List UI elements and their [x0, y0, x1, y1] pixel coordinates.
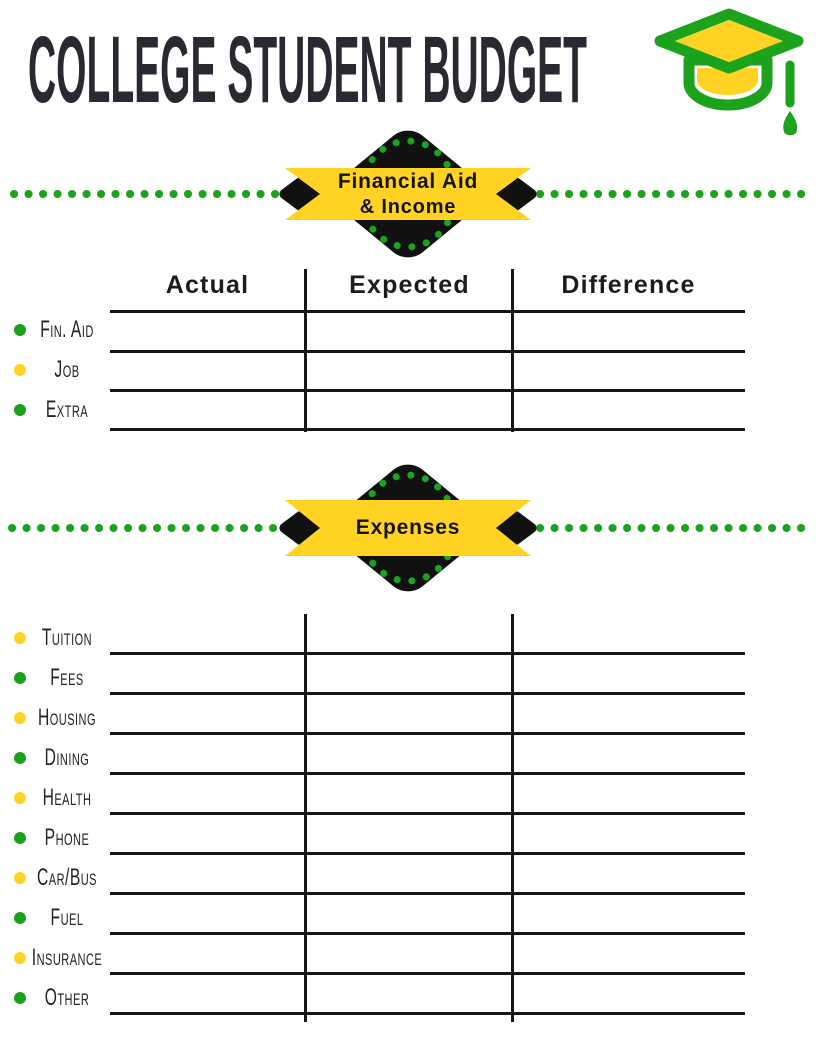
column-header-difference: Difference — [561, 270, 696, 299]
expense-row-insurance: Insurance — [6, 943, 108, 973]
expenses-table-vline — [511, 614, 514, 1022]
row-label-text: Dining — [44, 743, 90, 771]
expenses-table-line — [110, 972, 745, 975]
expenses-table-line — [110, 1012, 745, 1015]
bullet-dot — [14, 324, 26, 336]
row-label-text: Other — [44, 983, 90, 1011]
expenses-table-vline — [304, 614, 307, 1022]
expenses-table-line — [110, 812, 745, 815]
graduation-cap-icon — [654, 8, 804, 136]
cap-board-fill — [675, 20, 783, 62]
row-label-text: Tuition — [41, 623, 93, 651]
expense-row-health: Health — [6, 783, 108, 813]
ribbon — [285, 500, 531, 556]
expense-row-other: Other — [6, 983, 108, 1013]
cap-tassel-drop — [783, 111, 798, 136]
bullet-dot — [14, 752, 26, 764]
income-table-line — [110, 428, 745, 431]
ribbon — [285, 168, 531, 220]
income-table-line — [110, 389, 745, 392]
row-label-text: Job — [54, 355, 80, 383]
expense-row-fees: Fees — [6, 663, 108, 693]
row-label-text: Phone — [44, 823, 90, 851]
expenses-banner-line1: Expenses — [355, 516, 461, 540]
expense-row-housing: Housing — [6, 703, 108, 733]
row-label-text: Fuel — [50, 903, 84, 931]
row-label-text: Extra — [45, 395, 89, 423]
expense-row-phone: Phone — [6, 823, 108, 853]
income-row-extra: Extra — [6, 395, 108, 425]
row-label-text: Health — [42, 783, 92, 811]
expenses-banner-label: Expenses — [283, 500, 533, 556]
expenses-table-line — [110, 892, 745, 895]
row-label-text: Housing — [37, 703, 97, 731]
expense-row-fuel: Fuel — [6, 903, 108, 933]
bullet-dot — [14, 404, 26, 416]
bullet-dot — [14, 632, 26, 644]
income-row-job: Job — [6, 355, 108, 385]
expenses-table-line — [110, 692, 745, 695]
income-row-fin-aid: Fin. Aid — [6, 315, 108, 345]
income-banner-label: Financial Aid & Income — [283, 166, 533, 222]
expenses-table-line — [110, 932, 745, 935]
column-header-expected: Expected — [349, 270, 470, 299]
bullet-dot — [14, 792, 26, 804]
bullet-dot — [14, 872, 26, 884]
expenses-table-line — [110, 772, 745, 775]
expense-row-tuition: Tuition — [6, 623, 108, 653]
row-label-text: Insurance — [31, 943, 103, 971]
income-banner-graphic — [10, 130, 808, 258]
income-table-line — [110, 310, 745, 313]
cap-band-fill — [697, 68, 758, 95]
expenses-banner-graphic — [8, 464, 810, 592]
row-label-text: Fees — [50, 663, 84, 691]
expense-row-car-bus: Car/Bus — [6, 863, 108, 893]
bullet-dot — [14, 992, 26, 1004]
bullet-dot — [14, 712, 26, 724]
bullet-dot — [14, 912, 26, 924]
income-banner-line1: Financial Aid — [337, 170, 479, 194]
bullet-dot — [14, 832, 26, 844]
income-banner-line2: & Income — [359, 195, 457, 218]
expenses-table-line — [110, 852, 745, 855]
income-table-line — [110, 350, 745, 353]
row-label-text: Car/Bus — [37, 863, 97, 891]
row-label-text: Fin. Aid — [40, 315, 94, 343]
bullet-dot — [14, 952, 26, 964]
expense-row-dining: Dining — [6, 743, 108, 773]
bullet-dot — [14, 364, 26, 376]
expenses-table-line — [110, 732, 745, 735]
bullet-dot — [14, 672, 26, 684]
page-title: COLLEGE STUDENT BUDGET — [28, 16, 588, 123]
expenses-table-line — [110, 652, 745, 655]
column-header-actual: Actual — [165, 270, 250, 299]
